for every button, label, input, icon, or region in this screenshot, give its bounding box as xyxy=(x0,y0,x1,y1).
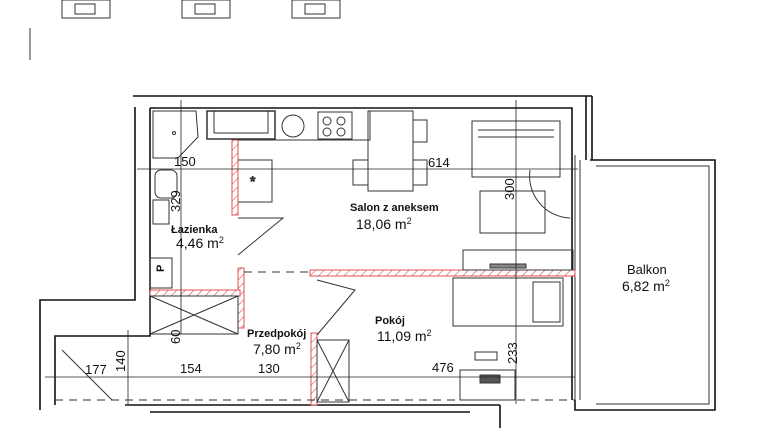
dim-154: 154 xyxy=(180,361,202,376)
thumbnail-plans xyxy=(61,0,341,19)
bathroom-fixtures xyxy=(149,110,199,289)
balcony-outline xyxy=(590,159,716,411)
room-name-salon: Salon z aneksem xyxy=(350,202,439,214)
dim-60: 60 xyxy=(168,330,183,344)
room-area-salon: 18,06 m2 xyxy=(356,216,412,232)
bedroom-furniture xyxy=(61,277,564,403)
room-area-balkon: 6,82 m2 xyxy=(622,278,670,294)
dim-476: 476 xyxy=(432,360,454,375)
dimension-labels: 150 614 300 329 60 140 177 154 130 476 2… xyxy=(85,154,520,377)
dim-140: 140 xyxy=(113,350,128,372)
kitchen-fixtures: * xyxy=(206,110,428,256)
walls xyxy=(39,95,593,428)
room-labels: Salon z aneksem 18,06 m2 Łazienka 4,46 m… xyxy=(171,202,670,357)
room-name-pokoj: Pokój xyxy=(375,315,405,327)
dim-233: 233 xyxy=(505,342,520,364)
dim-329: 329 xyxy=(168,190,183,212)
room-area-przedpokoj: 7,80 m2 xyxy=(253,341,301,357)
room-name-przedpokoj: Przedpokój xyxy=(247,328,306,340)
room-name-lazienka: Łazienka xyxy=(171,224,218,236)
dim-150: 150 xyxy=(174,154,196,169)
dim-300: 300 xyxy=(502,178,517,200)
dim-614: 614 xyxy=(428,155,450,170)
svg-text:*: * xyxy=(250,173,256,189)
dimension-lines xyxy=(45,100,578,404)
dim-177: 177 xyxy=(85,362,107,377)
marker-p: P xyxy=(155,265,167,272)
living-furniture xyxy=(462,120,574,271)
room-area-lazienka: 4,46 m2 xyxy=(176,235,224,251)
room-name-balkon: Balkon xyxy=(627,262,667,277)
room-area-pokoj: 11,09 m2 xyxy=(377,328,432,344)
dim-130: 130 xyxy=(258,361,280,376)
partition-walls xyxy=(149,139,576,406)
